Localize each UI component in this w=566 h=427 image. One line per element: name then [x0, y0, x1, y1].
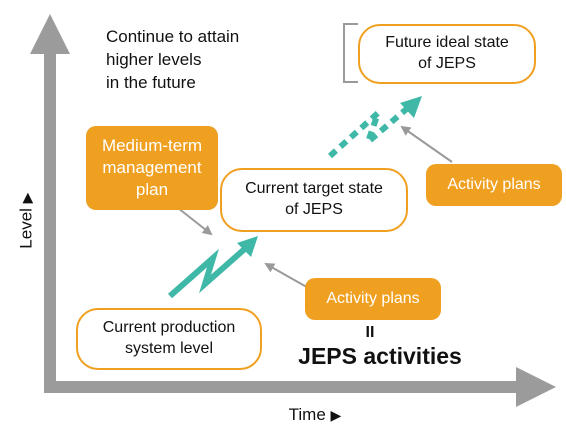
y-axis-label: Level ▶ — [15, 181, 36, 261]
progress-arrow-dashed — [327, 96, 422, 159]
y-axis-label-text: Level — [16, 208, 36, 249]
current-production-box: Current production system level — [76, 308, 262, 370]
future-note-line-2: higher levels — [106, 49, 202, 69]
up-triangle-icon: ▶ — [18, 192, 35, 204]
medium-term-plan-box: Medium-term management plan — [86, 126, 218, 210]
right-triangle-icon: ▶ — [330, 407, 342, 423]
equals-sign: II — [365, 324, 375, 341]
future-note-line-3: in the future — [106, 72, 196, 92]
current-target-state-box: Current target state of JEPS — [220, 168, 408, 232]
y-axis — [30, 14, 70, 393]
medium-term-line-3: plan — [135, 180, 169, 200]
arrow-activity-upper — [400, 125, 453, 163]
jeps-activities-label: JEPS activities — [298, 343, 462, 369]
current-production-line-1: Current production — [102, 319, 236, 337]
current-target-line-2: of JEPS — [285, 201, 343, 218]
x-axis-label-text: Time — [288, 405, 326, 424]
future-bracket — [343, 23, 358, 83]
arrow-medium-term — [177, 207, 213, 236]
future-note: Continue to attain higher levels in the … — [106, 26, 239, 95]
future-ideal-state-box: Future ideal state of JEPS — [358, 24, 536, 84]
progress-arrow-solid — [168, 236, 258, 299]
medium-term-line-1: Medium-term — [101, 135, 203, 155]
x-axis-label: Time ▶ — [270, 404, 360, 425]
current-production-line-2: system level — [124, 340, 213, 357]
x-axis — [44, 367, 556, 407]
current-target-line-1: Current target state — [245, 180, 383, 198]
arrow-activity-lower — [264, 263, 313, 291]
activity-plans-lower-box: Activity plans — [305, 278, 441, 320]
future-ideal-line-1: Future ideal state — [385, 34, 509, 52]
future-note-line-1: Continue to attain — [106, 27, 240, 46]
future-ideal-line-2: of JEPS — [418, 55, 476, 72]
activity-plans-upper-box: Activity plans — [426, 164, 562, 206]
medium-term-line-2: management — [102, 157, 202, 177]
